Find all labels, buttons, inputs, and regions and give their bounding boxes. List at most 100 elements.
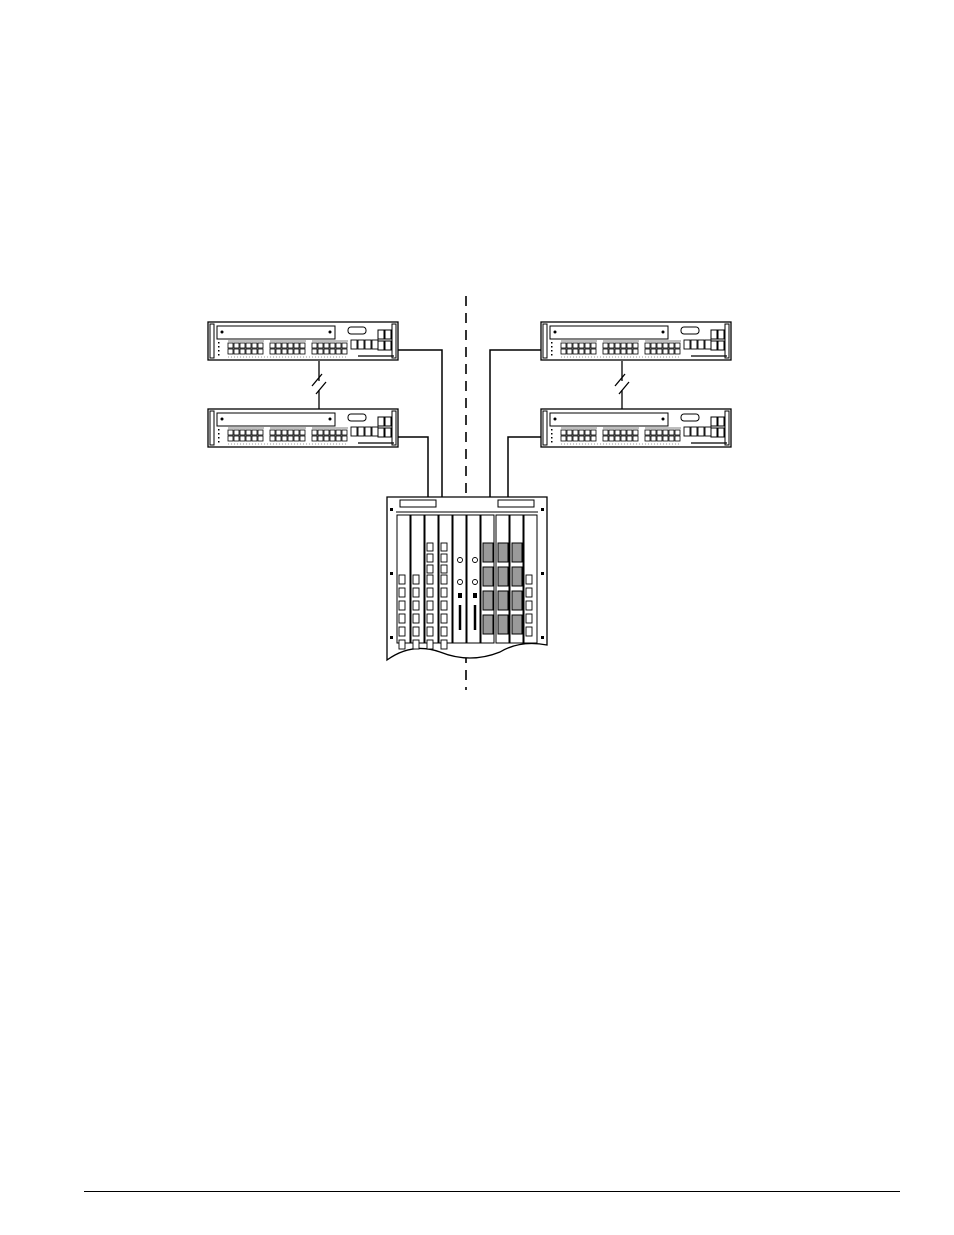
card-port [427, 543, 433, 551]
card-port [399, 640, 405, 649]
ethernet-port [603, 343, 608, 348]
ethernet-port [234, 436, 239, 441]
card-port [441, 575, 447, 584]
ethernet-port [579, 343, 584, 348]
card-port [399, 575, 405, 584]
status-led [218, 346, 220, 348]
ethernet-port [585, 343, 590, 348]
sfp-port [385, 341, 391, 350]
fabric-module [498, 567, 508, 586]
card-port [427, 601, 433, 610]
uplink-port [705, 340, 711, 349]
card-port [441, 588, 447, 597]
card-port [413, 601, 419, 610]
ethernet-port [585, 430, 590, 435]
mounting-hole-left [390, 572, 393, 575]
ethernet-port [312, 436, 317, 441]
status-led [551, 342, 553, 344]
status-led [218, 433, 220, 435]
fabric-module [483, 591, 493, 610]
ethernet-port [669, 430, 674, 435]
ethernet-port [663, 349, 668, 354]
status-led [218, 342, 220, 344]
ethernet-port [615, 436, 620, 441]
card-port [526, 614, 532, 623]
slot-screw-icon [221, 331, 224, 334]
uplink-port [698, 340, 704, 349]
card-port [441, 554, 447, 562]
ethernet-port [342, 349, 347, 354]
ethernet-port [561, 343, 566, 348]
ethernet-port [300, 436, 305, 441]
status-led [551, 354, 553, 356]
ethernet-port [300, 430, 305, 435]
ethernet-port [318, 349, 323, 354]
switch-left-top [208, 322, 398, 360]
ethernet-port [675, 436, 680, 441]
ethernet-port [633, 430, 638, 435]
uplink-port [351, 427, 357, 436]
ethernet-port [330, 343, 335, 348]
ethernet-port [603, 430, 608, 435]
card-port [427, 575, 433, 584]
slot-screw-icon [554, 331, 557, 334]
line-card-slot [467, 515, 480, 643]
mgmt-led-icon [458, 558, 463, 563]
ethernet-port [330, 430, 335, 435]
ethernet-port [294, 349, 299, 354]
ethernet-port [300, 343, 305, 348]
ethernet-port [294, 436, 299, 441]
card-port [413, 588, 419, 597]
ethernet-port [288, 430, 293, 435]
card-port [399, 601, 405, 610]
card-port [441, 601, 447, 610]
ethernet-port [609, 430, 614, 435]
card-port [526, 588, 532, 597]
card-port [526, 627, 532, 636]
ethernet-port [651, 349, 656, 354]
uplink-port [684, 427, 690, 436]
ethernet-port [561, 349, 566, 354]
ethernet-port [270, 430, 275, 435]
ethernet-port [300, 349, 305, 354]
ethernet-port [342, 430, 347, 435]
ethernet-port [246, 436, 251, 441]
fabric-module [498, 543, 508, 562]
console-port-icon [348, 414, 366, 421]
ethernet-port [282, 349, 287, 354]
sfp-port [718, 428, 724, 437]
card-port [413, 614, 419, 623]
fabric-module [512, 615, 522, 634]
card-port [526, 601, 532, 610]
expansion-slot-panel [550, 413, 668, 426]
card-port [441, 543, 447, 551]
ethernet-port [342, 436, 347, 441]
card-port [441, 627, 447, 636]
sfp-port [711, 341, 717, 350]
ethernet-port [276, 343, 281, 348]
ethernet-port [567, 349, 572, 354]
ethernet-port [651, 430, 656, 435]
card-port [427, 614, 433, 623]
console-port-icon [348, 327, 366, 334]
link-left-top-to-chassis [398, 350, 442, 497]
slot-screw-icon [662, 418, 665, 421]
connection-links [398, 350, 541, 497]
ethernet-port [675, 349, 680, 354]
ethernet-port [669, 436, 674, 441]
ethernet-port [312, 343, 317, 348]
ethernet-port [336, 349, 341, 354]
ethernet-port [336, 436, 341, 441]
ethernet-port [258, 436, 263, 441]
modular-chassis [387, 497, 547, 660]
ethernet-port [573, 343, 578, 348]
ethernet-port [627, 430, 632, 435]
ethernet-port [621, 430, 626, 435]
mounting-hole-right [541, 508, 544, 511]
ethernet-port [330, 349, 335, 354]
card-port [441, 565, 447, 573]
uplink-port [358, 427, 364, 436]
ethernet-port [603, 349, 608, 354]
card-port [427, 627, 433, 636]
